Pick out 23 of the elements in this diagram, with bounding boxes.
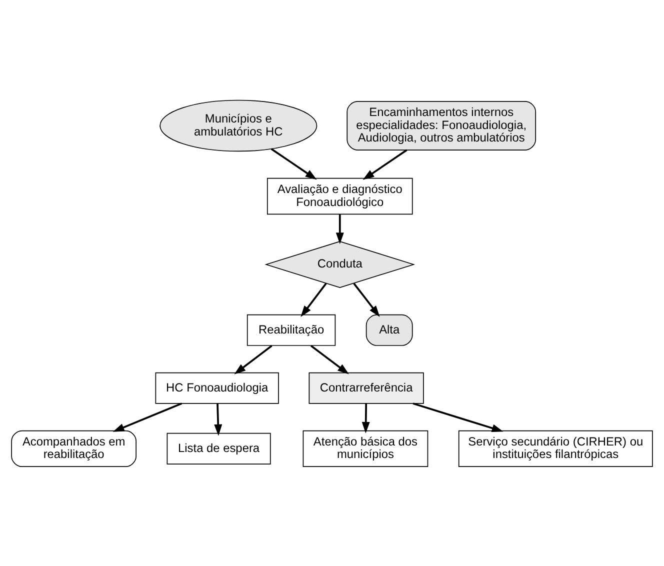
- node-box: Alta: [366, 314, 413, 346]
- arrow: [214, 403, 222, 436]
- arrow: [362, 148, 408, 180]
- node-box: Atenção básica dos municípios: [302, 430, 428, 467]
- node-box: Serviço secundário (CIRHER) ou instituições filantrópicas: [458, 430, 653, 467]
- arrow: [112, 402, 182, 432]
- arrow: [362, 403, 370, 433]
- arrow: [353, 282, 380, 316]
- arrow: [300, 282, 327, 316]
- arrow: [412, 402, 504, 432]
- node-box: Encaminhamentos internos especialidades: Fonoaudiologia, Audiologia, outros ambulatórios: [346, 100, 536, 150]
- node-box: Contrarreferência: [308, 372, 424, 404]
- node-ellipse: Municípios e ambulatórios HC: [160, 99, 318, 152]
- node-box: Reabilitação: [246, 314, 336, 346]
- node-box: HC Fonoaudiologia: [155, 372, 279, 404]
- node-box: Avaliação e diagnóstico Fonoaudiológico: [266, 177, 413, 214]
- node-box: Lista de espera: [166, 432, 271, 464]
- arrow: [336, 214, 344, 244]
- arrow: [234, 344, 272, 374]
- node-diamond: Conduta: [264, 240, 416, 288]
- arrow: [270, 148, 317, 180]
- node-box: Acompanhados em reabilitação: [11, 430, 136, 467]
- arrow: [310, 344, 349, 374]
